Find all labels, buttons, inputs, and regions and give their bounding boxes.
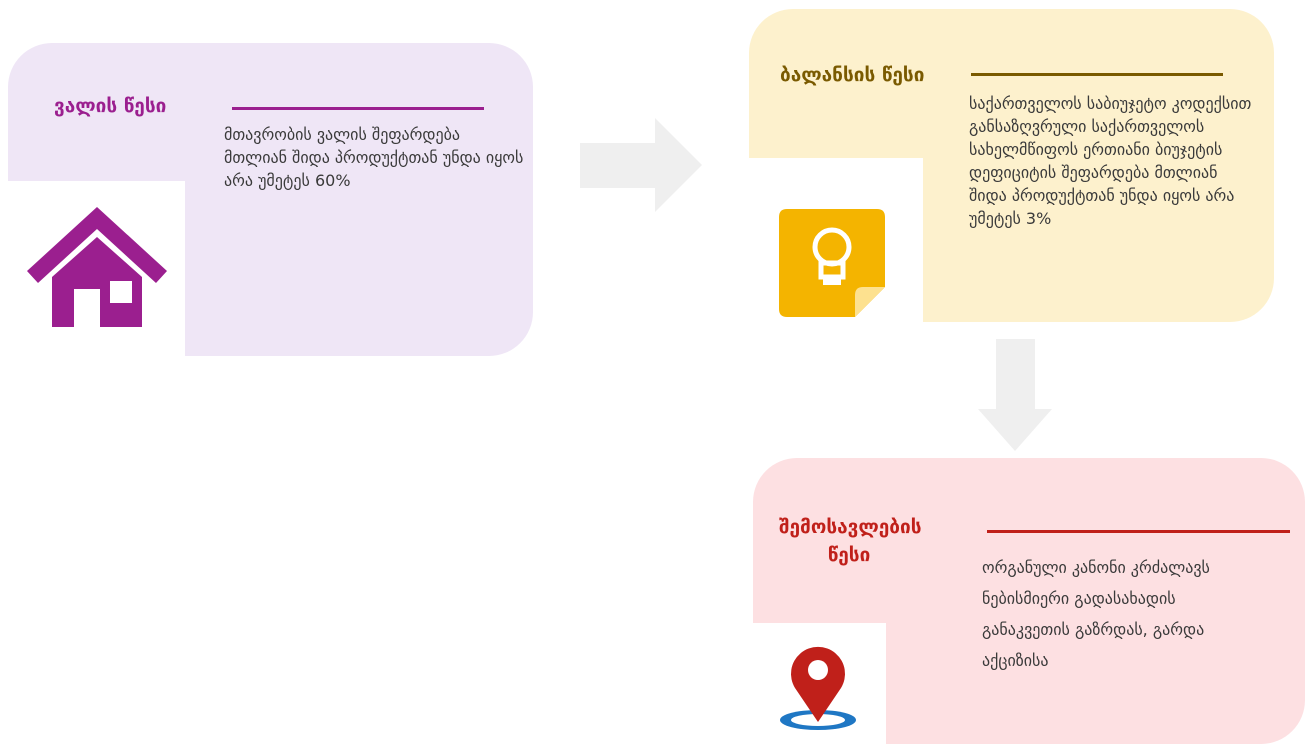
balance-rule-text: საქართველოს საბიუჯეტო კოდექსით განსაზღვრ… (969, 94, 1252, 228)
revenue-rule-card: შემოსავლების წესი ორგანული კანონი კრძალა… (753, 458, 1305, 744)
balance-rule-card: ბალანსის წესი საქართველოს საბიუჯეტო კოდე… (749, 9, 1274, 322)
house-icon (27, 207, 167, 327)
debt-rule-text: მთავრობის ვალის შეფარდება მთლიან შიდა პრ… (224, 125, 524, 190)
revenue-rule-divider (987, 530, 1290, 533)
location-pin-icon (780, 646, 856, 730)
revenue-rule-title-line2: წესი (827, 544, 871, 566)
revenue-rule-title: შემოსავლების წესი (779, 513, 922, 569)
arrow-right-icon (580, 118, 702, 212)
debt-rule-card: ვალის წესი მთავრობის ვალის შეფარდება მთლ… (8, 43, 533, 356)
arrow-down-icon (978, 339, 1052, 451)
revenue-rule-text: ორგანული კანონი კრძალავს ნებისმიერი გადა… (982, 558, 1210, 670)
debt-rule-divider (232, 107, 484, 110)
lightbulb-note-icon (779, 209, 885, 317)
balance-rule-title: ბალანსის წესი (780, 64, 925, 86)
revenue-rule-title-line1: შემოსავლების (779, 516, 922, 538)
balance-rule-divider (971, 73, 1223, 76)
debt-rule-title: ვალის წესი (54, 95, 167, 117)
